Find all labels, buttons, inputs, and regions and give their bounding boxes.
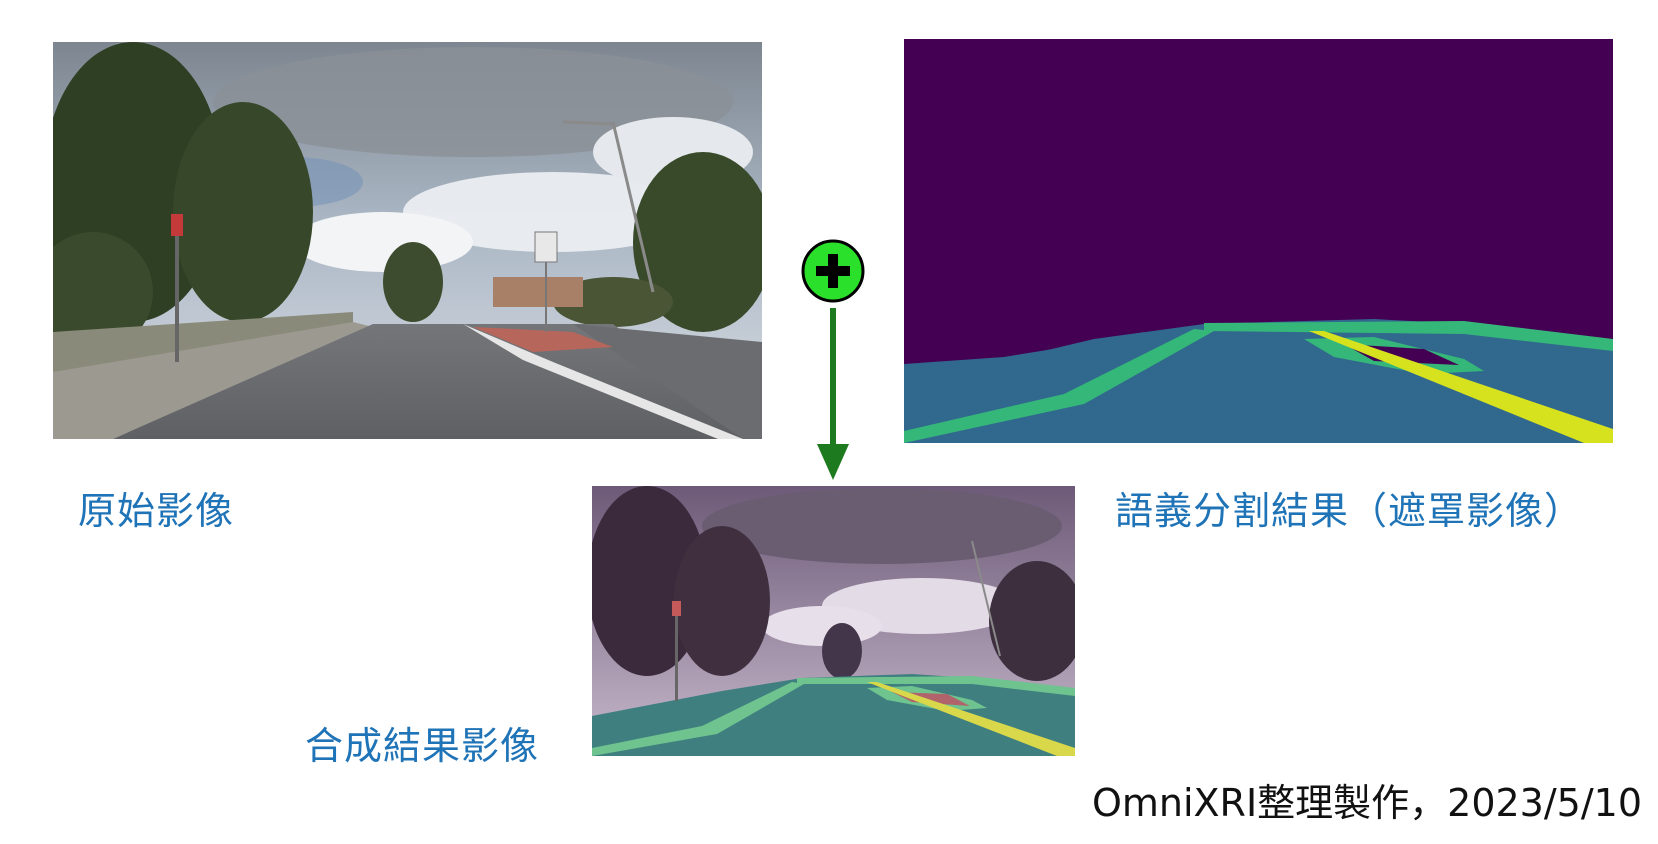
plus-circle-icon: [801, 239, 865, 303]
segmentation-result-label: 語義分割結果（遮罩影像）: [1115, 489, 1584, 533]
original-image: [53, 42, 762, 439]
composite-image: [592, 486, 1075, 756]
original-image-label: 原始影像: [78, 489, 235, 533]
composite-image-label: 合成結果影像: [305, 724, 540, 768]
segmentation-mask-image: [904, 39, 1613, 443]
credit-text: OmniXRI整理製作，2023/5/10: [1091, 781, 1642, 825]
arrow-down-icon: [817, 308, 849, 480]
